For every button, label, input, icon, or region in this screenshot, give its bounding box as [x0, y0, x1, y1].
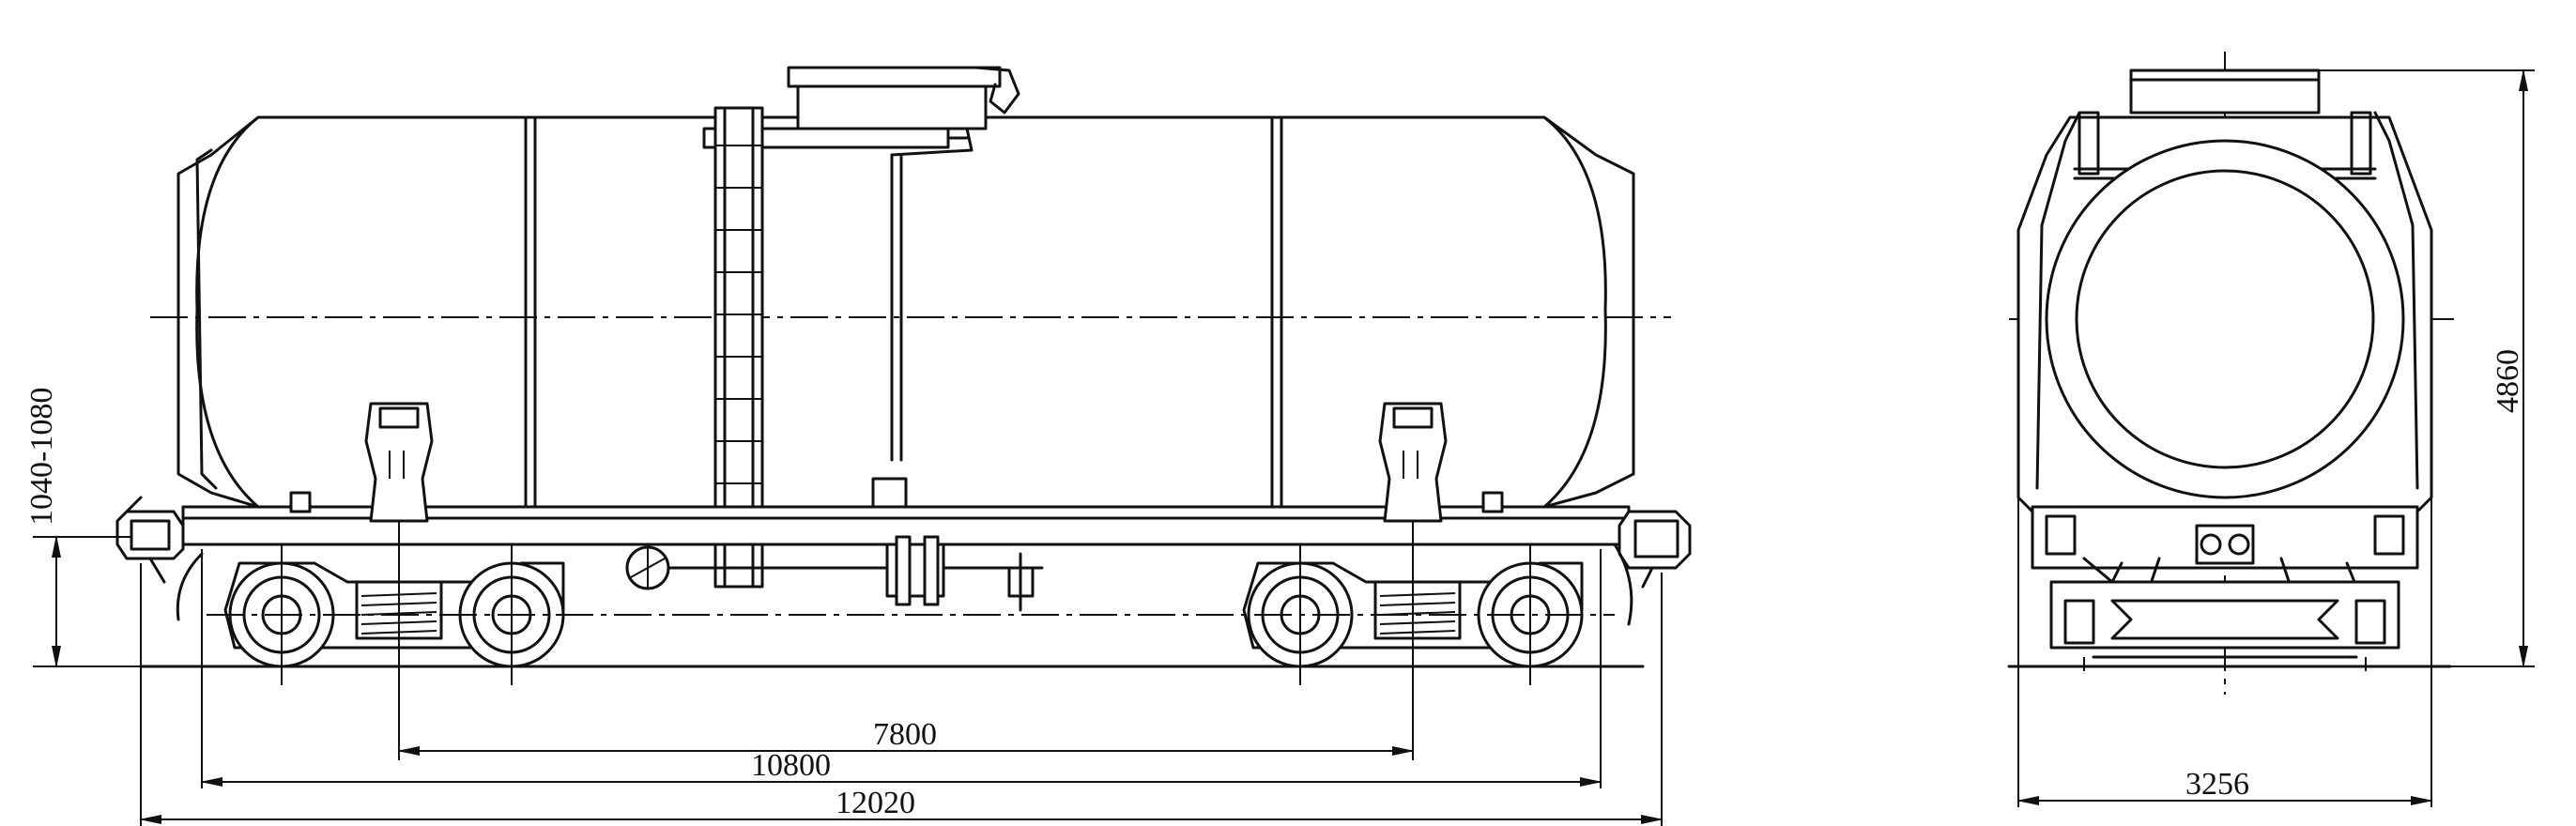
- side-view: 7800 10800 12020 1040-1080: [24, 66, 1692, 826]
- dim-overall-width: 3256: [2185, 767, 2249, 802]
- dim-bogie-base: 7800: [873, 717, 937, 752]
- left-coupler: [115, 496, 204, 621]
- tank-dome: [702, 66, 1020, 462]
- end-coupler: [2195, 524, 2255, 565]
- tank-end-inner: [2075, 169, 2375, 469]
- tank-end-outer: [2045, 139, 2405, 499]
- dim-overall-height: 4860: [2491, 349, 2525, 413]
- dim-frame-length: 10800: [751, 748, 831, 783]
- dim-coupler-length: 12020: [836, 786, 915, 820]
- dim-coupler-height: 1040-1080: [24, 388, 59, 526]
- spring-set: [1373, 580, 1462, 640]
- underframe: [181, 402, 1631, 612]
- end-view: 4860 3256: [2007, 52, 2535, 807]
- left-bogie: [223, 544, 565, 685]
- end-dome: [2129, 69, 2321, 115]
- end-bogie: [2049, 580, 2400, 650]
- right-coupler: [1613, 510, 1692, 626]
- side-dimensions: 7800 10800 12020 1040-1080: [24, 388, 1664, 826]
